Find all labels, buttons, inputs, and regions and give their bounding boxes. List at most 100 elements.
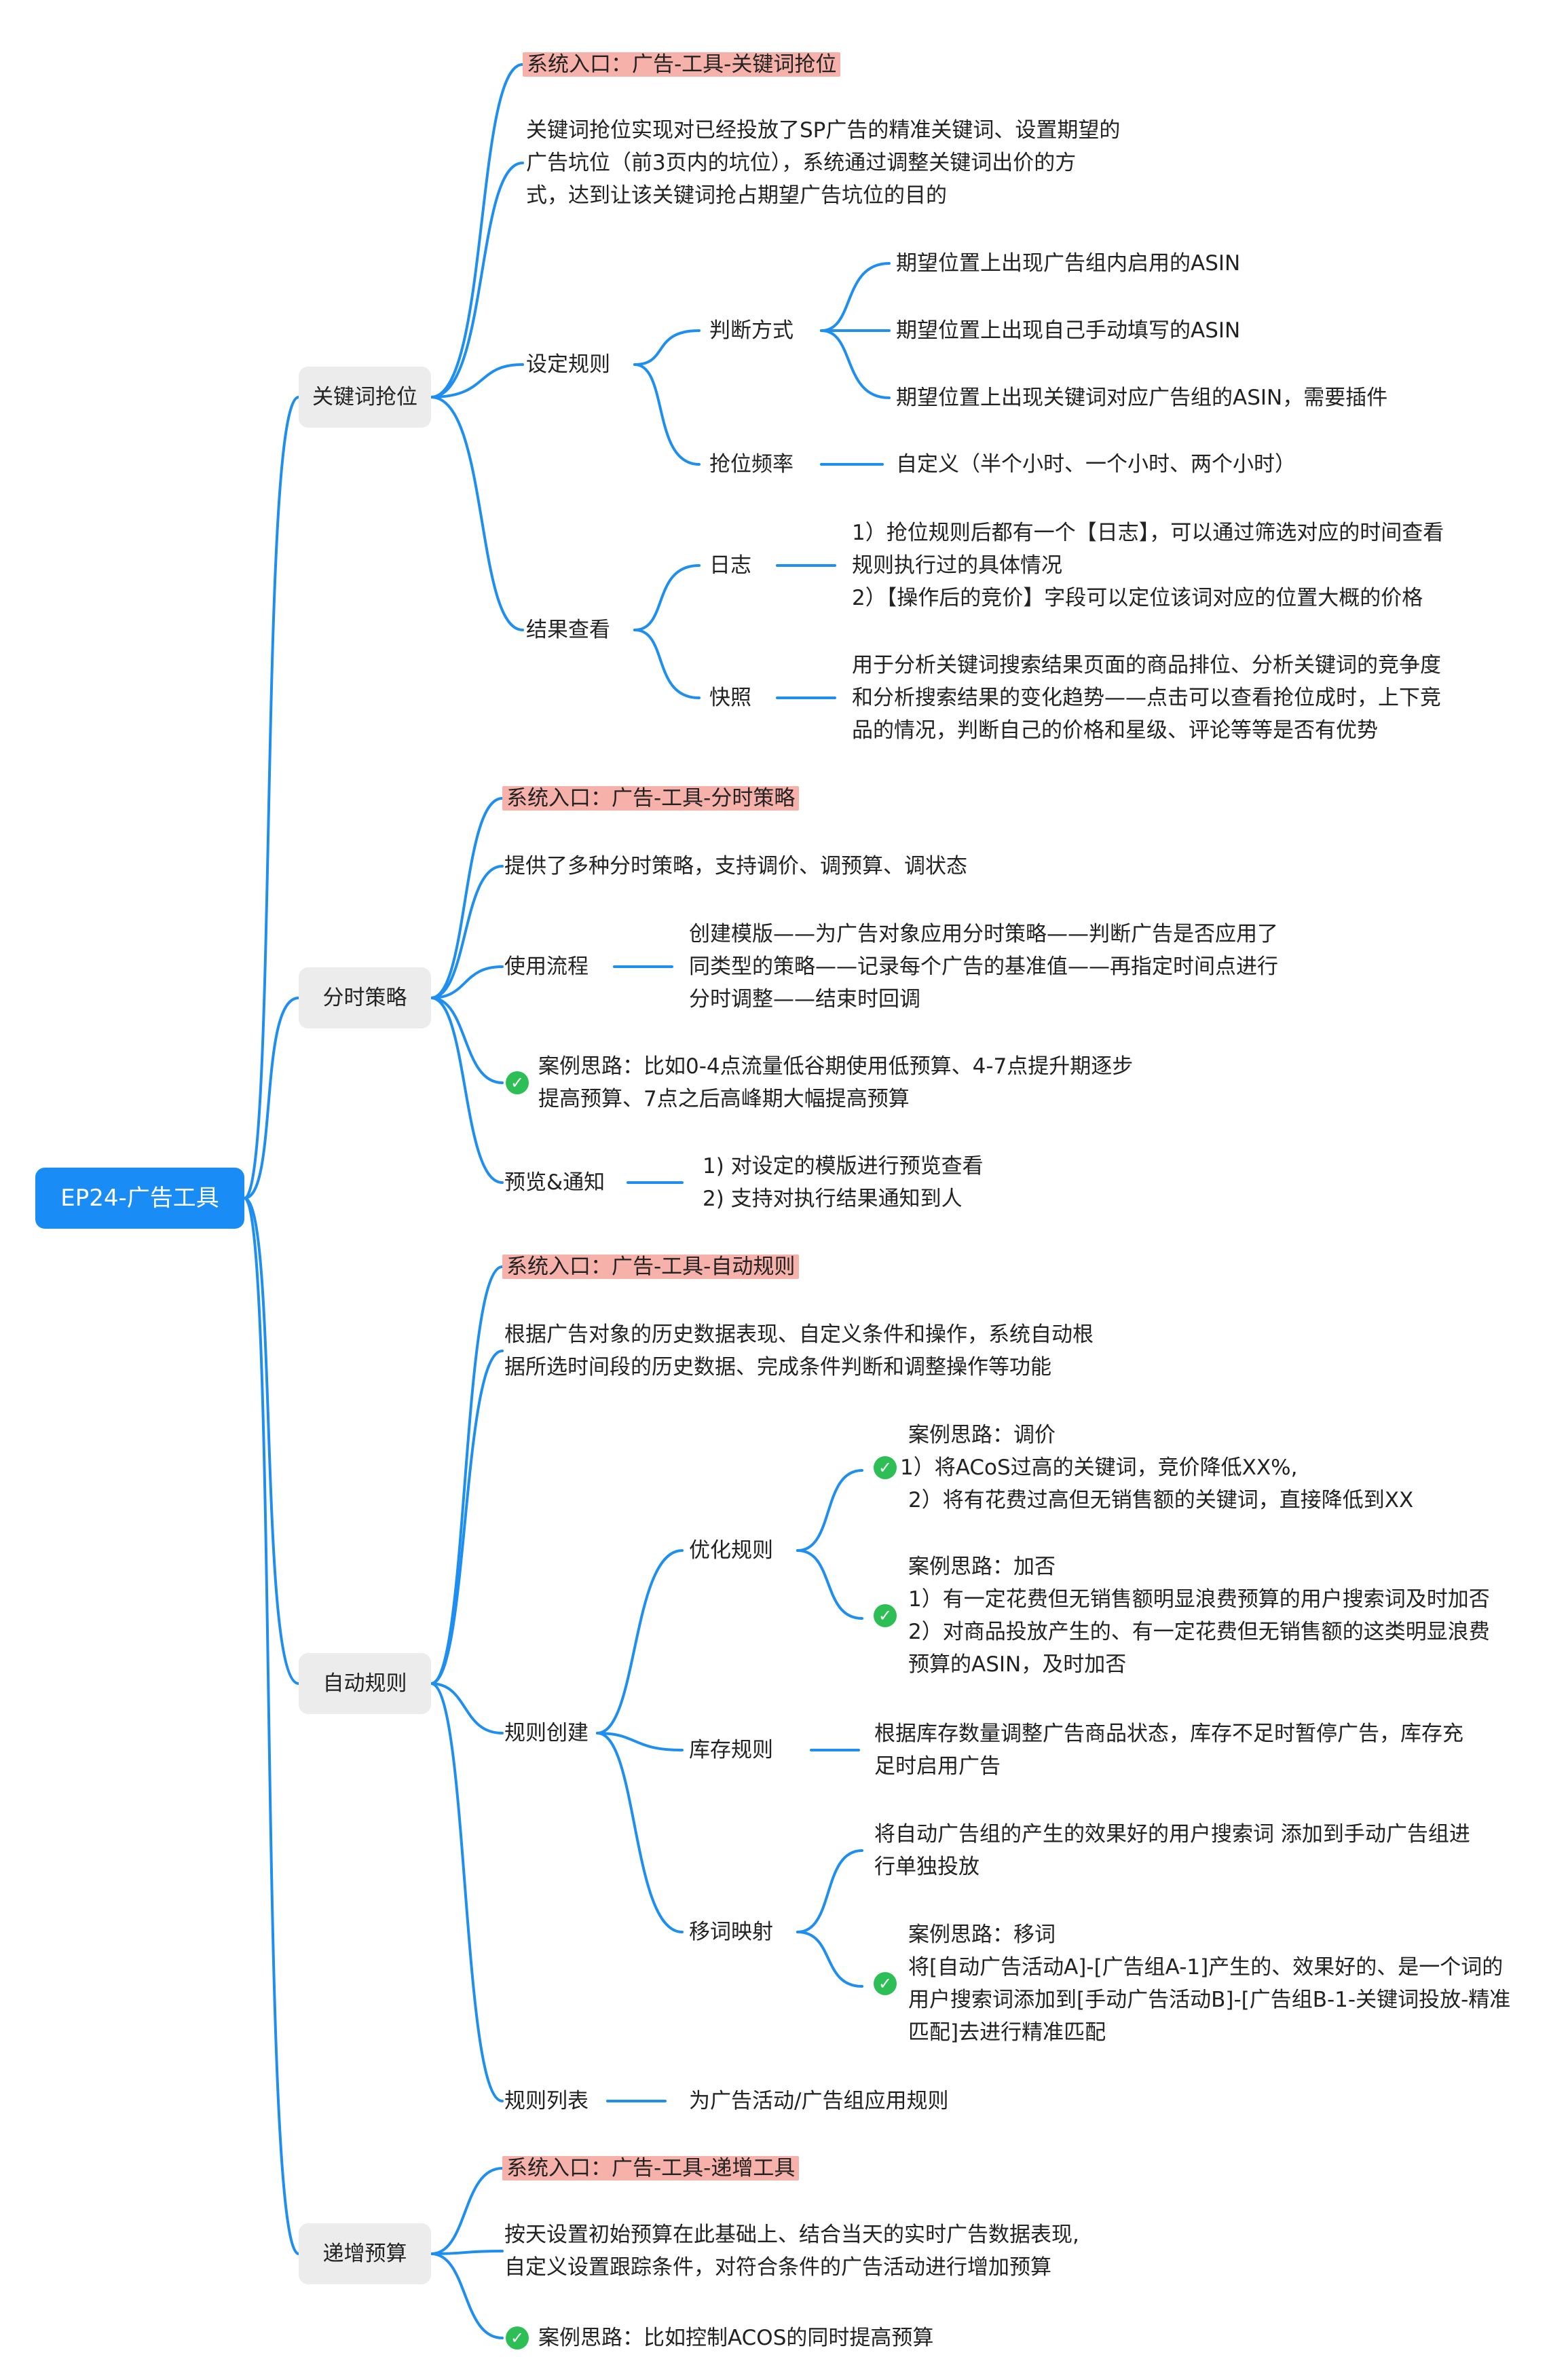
auto-entry: 系统入口：广告-工具-自动规则	[502, 1250, 800, 1283]
auto-move-case: 案例思路：移词 将[自动广告活动A]-[广告组A-1]产生的、效果好的、是一个词…	[908, 1918, 1510, 2049]
dp-flow-line: 同类型的策略——记录每个广告的基准值——再指定时间点进行	[689, 954, 1278, 979]
dp-preview-line: 1) 对设定的模版进行预览查看	[703, 1154, 984, 1178]
auto-move-keyword[interactable]: 移词映射	[689, 1920, 773, 1944]
link-budget-case	[430, 2252, 504, 2339]
kw-snapshot[interactable]: 快照	[709, 686, 751, 710]
kw-log-line: 1）抢位规则后都有一个【日志】，可以通过筛选对应的时间查看	[852, 521, 1444, 545]
auto-stock-rule[interactable]: 库存规则	[689, 1738, 773, 1762]
link-result-snap	[633, 629, 701, 699]
link-auto-entry	[430, 1265, 504, 1685]
branch-incremental-budget[interactable]: 递增预算	[299, 2223, 431, 2284]
auto-rule-list[interactable]: 规则列表	[504, 2089, 589, 2113]
kw-log[interactable]: 日志	[709, 553, 751, 578]
auto-move-case-line: 案例思路：移词	[908, 1923, 1056, 1947]
budget-description: 按天设置初始预算在此基础上、结合当天的实时广告数据表现, 自定义设置跟踪条件，对…	[504, 2219, 1079, 2284]
link-auto-list	[430, 1682, 504, 2102]
budget-case: 案例思路：比如控制ACOS的同时提高预算	[538, 2326, 934, 2350]
kw-snap-line: 品的情况，判断自己的价格和星级、评论等等是否有优势	[852, 718, 1378, 743]
branch-keyword-bidding[interactable]: 关键词抢位	[299, 367, 431, 428]
auto-rule-create[interactable]: 规则创建	[504, 1721, 589, 1745]
auto-move-line: 将自动广告组的产生的效果好的用户搜索词 添加到手动广告组进	[874, 1822, 1470, 1846]
auto-optimize-rule[interactable]: 优化规则	[689, 1538, 773, 1563]
link-move-case	[796, 1931, 863, 1988]
kw-frequency[interactable]: 抢位频率	[709, 452, 794, 477]
kw-desc-line: 广告坑位（前3页内的坑位），系统通过调整关键词出价的方	[526, 151, 1077, 175]
kw-desc-line: 关键词抢位实现对已经投放了SP广告的精准关键词、设置期望的	[526, 118, 1121, 143]
link-root-dayparting	[243, 997, 300, 1200]
link-create-opt	[596, 1549, 684, 1734]
kw-frequency-value: 自定义（半个小时、一个小时、两个小时）	[896, 452, 1296, 477]
dp-entry: 系统入口：广告-工具-分时策略	[502, 782, 800, 815]
dp-flow[interactable]: 使用流程	[504, 954, 589, 979]
auto-opt-case1: 案例思路：调价 1）将ACoS过高的关键词，竞价降低XX%, 2）将有花费过高但…	[900, 1419, 1414, 1517]
link-rule-freq	[633, 363, 701, 466]
auto-rule-list-text: 为广告活动/广告组应用规则	[689, 2089, 949, 2113]
branch-auto-rules[interactable]: 自动规则	[299, 1653, 431, 1714]
kw-rule-setting[interactable]: 设定规则	[526, 352, 610, 377]
kw-log-line: 规则执行过的具体情况	[852, 553, 1062, 578]
auto-desc-line: 根据广告对象的历史数据表现、自定义条件和操作，系统自动根	[504, 1322, 1094, 1347]
link-root-budget	[243, 1197, 300, 2255]
budget-desc-line: 按天设置初始预算在此基础上、结合当天的实时广告数据表现,	[504, 2223, 1079, 2247]
auto-opt-case2-line: 2）对商品投放产生的、有一定花费但无销售额的这类明显浪费	[908, 1620, 1490, 1644]
check-circle-icon: ✓	[506, 2326, 529, 2350]
dp-flow-text: 创建模版——为广告对象应用分时策略——判断广告是否应用了 同类型的策略——记录每…	[689, 918, 1278, 1016]
link-kw-rule	[430, 363, 524, 398]
auto-move-case-line: 匹配]去进行精准匹配	[908, 2020, 1106, 2045]
link-kw-entry	[430, 63, 524, 398]
kw-entry-label: 系统入口：广告-工具-关键词抢位	[523, 52, 841, 77]
dp-case: 案例思路：比如0-4点流量低谷期使用低预算、4-7点提升期逐步 提高预算、7点之…	[538, 1050, 1133, 1115]
budget-entry: 系统入口：广告-工具-递增工具	[502, 2152, 800, 2185]
auto-opt-case2-line: 1）有一定花费但无销售额明显浪费预算的用户搜索词及时加否	[908, 1587, 1490, 1612]
link-result-log	[633, 564, 701, 631]
auto-opt-case1-line: 案例思路：调价	[908, 1423, 1056, 1447]
link-root-auto	[243, 1197, 300, 1685]
dp-entry-label: 系统入口：广告-工具-分时策略	[502, 786, 800, 811]
link-judge-3	[820, 329, 891, 399]
link-budget-desc	[430, 2250, 504, 2255]
auto-description: 根据广告对象的历史数据表现、自定义条件和操作，系统自动根 据所选时间段的历史数据…	[504, 1318, 1094, 1384]
auto-entry-label: 系统入口：广告-工具-自动规则	[502, 1255, 800, 1279]
kw-snap-line: 和分析搜索结果的变化趋势——点击可以查看抢位成时，上下竞	[852, 686, 1441, 710]
link-move-text	[796, 1849, 863, 1933]
auto-stock-text: 根据库存数量调整广告商品状态，库存不足时暂停广告，库存充 足时启用广告	[874, 1718, 1463, 1783]
link-judge-1	[820, 262, 891, 332]
kw-judge-item: 期望位置上出现关键词对应广告组的ASIN，需要插件	[896, 386, 1388, 410]
link-root-kw	[243, 396, 300, 1200]
auto-move-case-line: 用户搜索词添加到[手动广告活动B]-[广告组B-1-关键词投放-精准	[908, 1988, 1511, 2012]
check-circle-icon: ✓	[874, 1972, 897, 1995]
branch-dayparting[interactable]: 分时策略	[299, 967, 431, 1028]
auto-desc-line: 据所选时间段的历史数据、完成条件判断和调整操作等功能	[504, 1355, 1051, 1379]
kw-judge-method[interactable]: 判断方式	[709, 318, 794, 343]
link-create-stock	[596, 1732, 684, 1751]
root-node[interactable]: EP24-广告工具	[35, 1168, 244, 1229]
budget-desc-line: 自定义设置跟踪条件，对符合条件的广告活动进行增加预算	[504, 2255, 1051, 2280]
link-create-move	[596, 1732, 684, 1933]
link-kw-desc	[430, 162, 524, 398]
budget-entry-label: 系统入口：广告-工具-递增工具	[502, 2156, 800, 2180]
kw-desc-line: 式，达到让该关键词抢占期望广告坑位的目的	[526, 183, 947, 208]
link-auto-create	[430, 1682, 504, 1734]
dp-flow-line: 创建模版——为广告对象应用分时策略——判断广告是否应用了	[689, 922, 1278, 946]
kw-snap-line: 用于分析关键词搜索结果页面的商品排位、分析关键词的竞争度	[852, 653, 1441, 677]
auto-opt-case1-line: 2）将有花费过高但无销售额的关键词，直接降低到XX	[908, 1488, 1414, 1512]
kw-log-text: 1）抢位规则后都有一个【日志】，可以通过筛选对应的时间查看 规则执行过的具体情况…	[852, 517, 1444, 614]
kw-snapshot-text: 用于分析关键词搜索结果页面的商品排位、分析关键词的竞争度 和分析搜索结果的变化趋…	[852, 649, 1441, 747]
kw-judge-item: 期望位置上出现自己手动填写的ASIN	[896, 318, 1241, 343]
dp-preview-notify[interactable]: 预览&通知	[504, 1170, 605, 1195]
dp-description: 提供了多种分时策略，支持调价、调预算、调状态	[504, 854, 967, 878]
kw-result-view[interactable]: 结果查看	[526, 618, 610, 642]
auto-opt-case2: 案例思路：加否 1）有一定花费但无销售额明显浪费预算的用户搜索词及时加否 2）对…	[908, 1551, 1490, 1681]
link-auto-desc	[430, 1350, 504, 1685]
dp-case-line: 案例思路：比如0-4点流量低谷期使用低预算、4-7点提升期逐步	[538, 1054, 1134, 1079]
auto-move-text: 将自动广告组的产生的效果好的用户搜索词 添加到手动广告组进 行单独投放	[874, 1818, 1470, 1883]
dp-flow-line: 分时调整——结束时回调	[689, 987, 920, 1011]
auto-opt-case2-line: 案例思路：加否	[908, 1555, 1056, 1579]
check-circle-icon: ✓	[874, 1604, 897, 1627]
auto-stock-line: 根据库存数量调整广告商品状态，库存不足时暂停广告，库存充	[874, 1722, 1463, 1746]
link-dp-entry	[430, 797, 504, 999]
dp-case-line: 提高预算、7点之后高峰期大幅提高预算	[538, 1087, 910, 1111]
check-circle-icon: ✓	[874, 1456, 897, 1479]
